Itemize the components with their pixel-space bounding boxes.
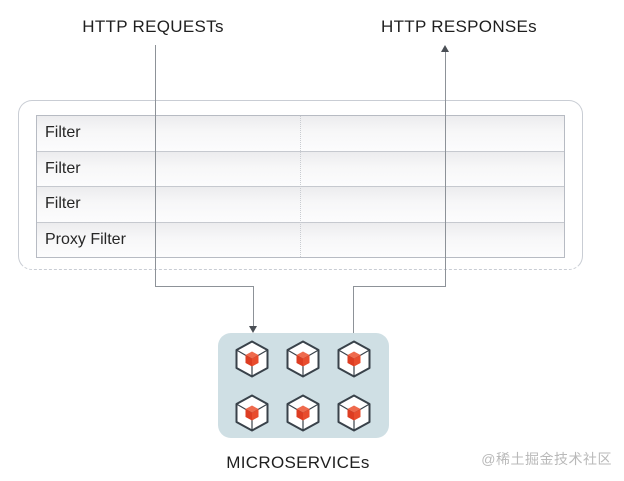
microservice-cube-icon bbox=[337, 394, 371, 432]
response-line-vertical bbox=[445, 52, 446, 286]
request-line-drop bbox=[253, 286, 254, 328]
arrow-up-icon bbox=[441, 45, 449, 52]
filter-row-label: Filter bbox=[45, 195, 81, 213]
http-requests-label: HTTP REQUESTs bbox=[82, 17, 224, 36]
microservices-box bbox=[218, 333, 389, 438]
filter-row-label: Filter bbox=[45, 124, 81, 142]
microservice-cube-icon bbox=[235, 340, 269, 378]
request-line-horizontal bbox=[155, 286, 254, 287]
microservice-cube-icon bbox=[286, 394, 320, 432]
response-line-rise bbox=[353, 286, 354, 333]
microservices-label: MICROSERVICEs bbox=[226, 453, 370, 472]
microservice-cube-icon bbox=[235, 394, 269, 432]
arrow-down-icon bbox=[249, 326, 257, 333]
filter-row-label: Filter bbox=[45, 159, 81, 177]
dotted-divider-line bbox=[300, 116, 301, 257]
response-line-horizontal bbox=[353, 286, 446, 287]
watermark: @稀土掘金技术社区 bbox=[481, 451, 612, 467]
request-line-vertical bbox=[155, 45, 156, 286]
proxy-filter-row-label: Proxy Filter bbox=[45, 230, 126, 248]
microservice-cube-icon bbox=[286, 340, 320, 378]
http-responses-label: HTTP RESPONSEs bbox=[381, 17, 537, 36]
microservice-cube-icon bbox=[337, 340, 371, 378]
